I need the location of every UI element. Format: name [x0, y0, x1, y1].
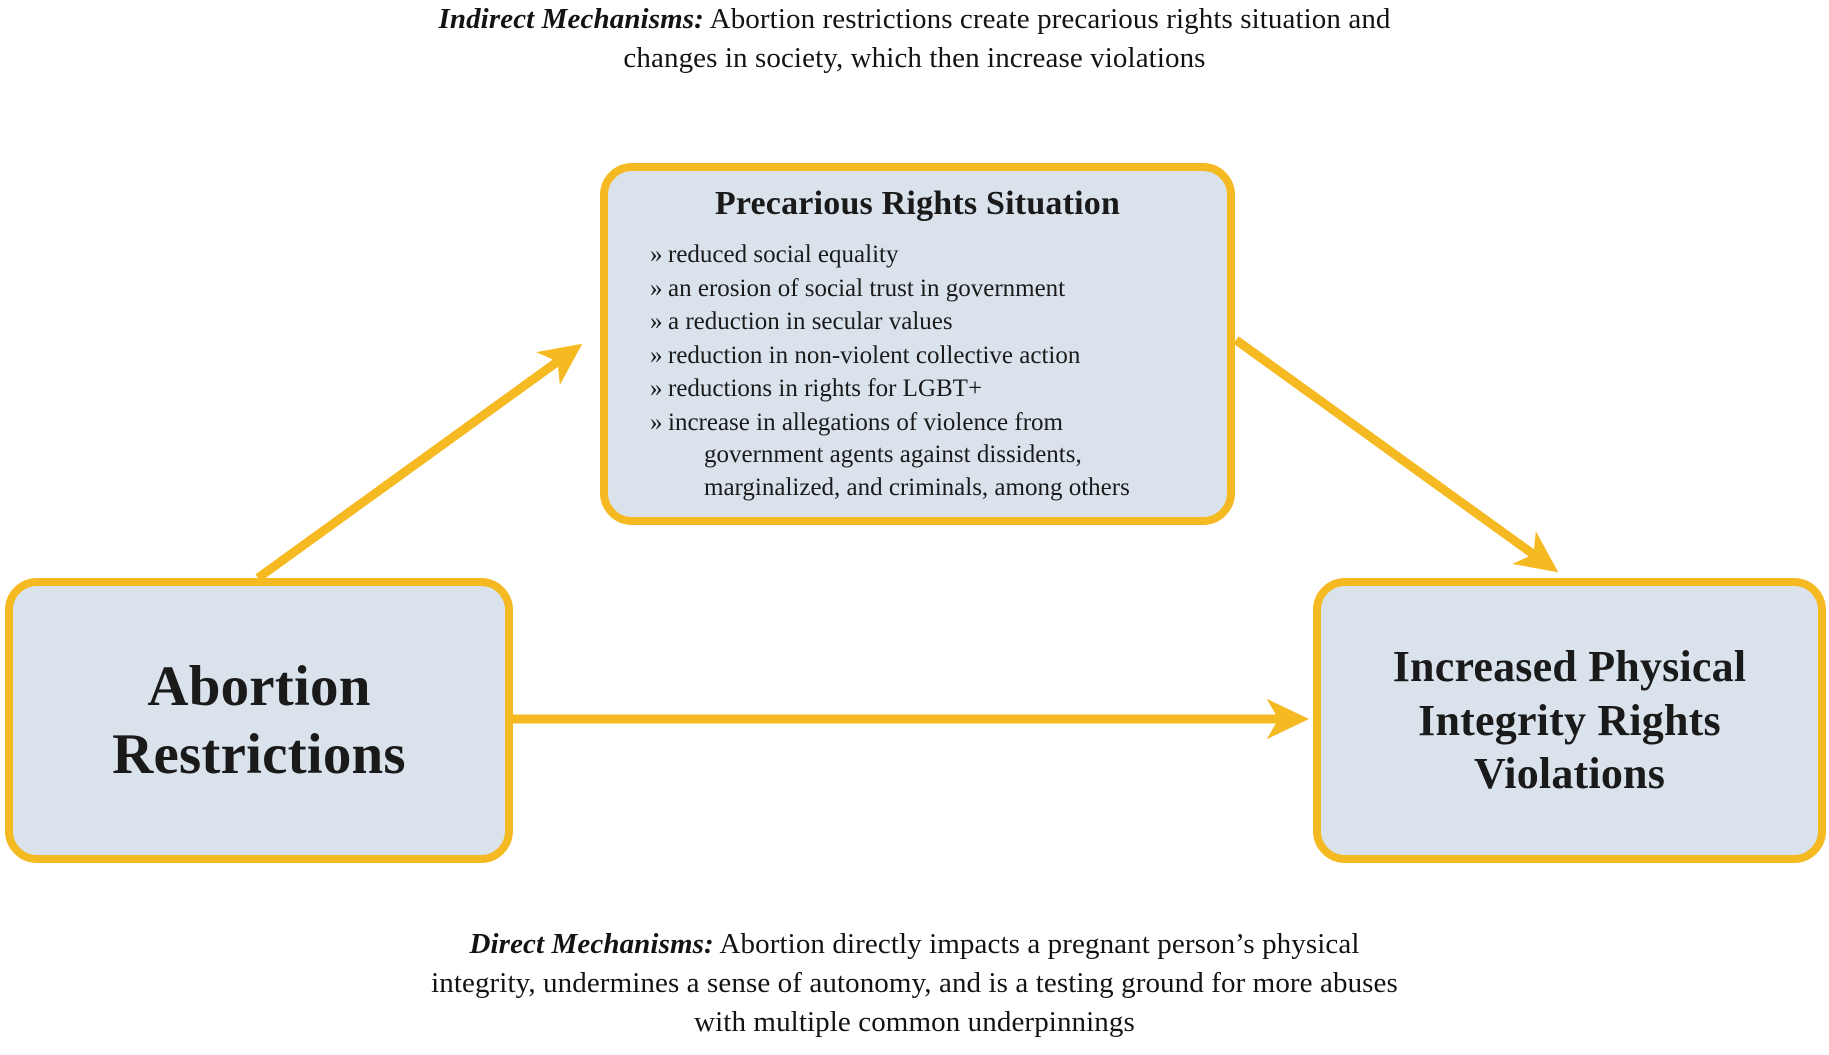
direct-mechanisms-text: Abortion directly impacts a pregnant per…	[431, 928, 1398, 1038]
double-angle-bullet-icon: »	[650, 408, 663, 436]
list-item-label: an erosion of social trust in government	[668, 274, 1066, 302]
list-item-label: reductions in rights for LGBT+	[668, 375, 983, 402]
direct-mechanisms-caption: Direct Mechanisms: Abortion directly imp…	[414, 925, 1415, 1042]
node-outcome-title: Increased Physical Integrity Rights Viol…	[1392, 641, 1747, 799]
node-mediator-title: Precarious Rights Situation	[714, 185, 1121, 222]
double-angle-bullet-icon: »	[650, 341, 663, 369]
node-increased-violations[interactable]: Increased Physical Integrity Rights Viol…	[1313, 578, 1826, 863]
double-angle-bullet-icon: »	[650, 241, 663, 268]
list-item: » reductions in rights for LGBT+	[650, 373, 1205, 406]
double-angle-bullet-icon: »	[650, 274, 663, 302]
indirect-mechanisms-text: Abortion restrictions create precarious …	[623, 3, 1391, 74]
list-item-label: a reduction in secular values	[668, 308, 953, 335]
indirect-mechanisms-label: Indirect Mechanisms:	[438, 3, 704, 35]
arrow-source-to-mediator	[255, 343, 583, 582]
direct-mechanisms-label: Direct Mechanisms:	[469, 928, 714, 960]
list-item-label-line2: government agents against dissidents,	[704, 441, 1082, 468]
list-item: » reduction in non-violent collective ac…	[650, 340, 1205, 373]
list-item-label: reduction in non-violent collective acti…	[668, 341, 1081, 369]
list-item-label-line1: increase in allegations of violence from	[668, 408, 1063, 436]
node-precarious-rights-situation[interactable]: Precarious Rights Situation » reduced so…	[600, 163, 1235, 525]
list-item: » a reduction in secular values	[650, 306, 1205, 339]
node-abortion-restrictions[interactable]: Abortion Restrictions	[5, 578, 513, 863]
indirect-mechanisms-caption: Indirect Mechanisms: Abortion restrictio…	[414, 0, 1415, 78]
list-item: » an erosion of social trust in governme…	[650, 273, 1205, 306]
double-angle-bullet-icon: »	[650, 375, 663, 402]
list-item-label: reduced social equality	[668, 241, 899, 268]
arrow-mediator-to-outcome	[1233, 336, 1559, 573]
double-angle-bullet-icon: »	[650, 308, 663, 335]
list-item: » increase in allegations of violence fr…	[650, 407, 1205, 505]
node-source-title: Abortion Restrictions	[112, 655, 406, 786]
mediator-bullet-list: » reduced social equality » an erosion o…	[608, 239, 1227, 504]
list-item-label-line3: marginalized, and criminals, among other…	[704, 473, 1130, 501]
list-item: » reduced social equality	[650, 239, 1205, 272]
